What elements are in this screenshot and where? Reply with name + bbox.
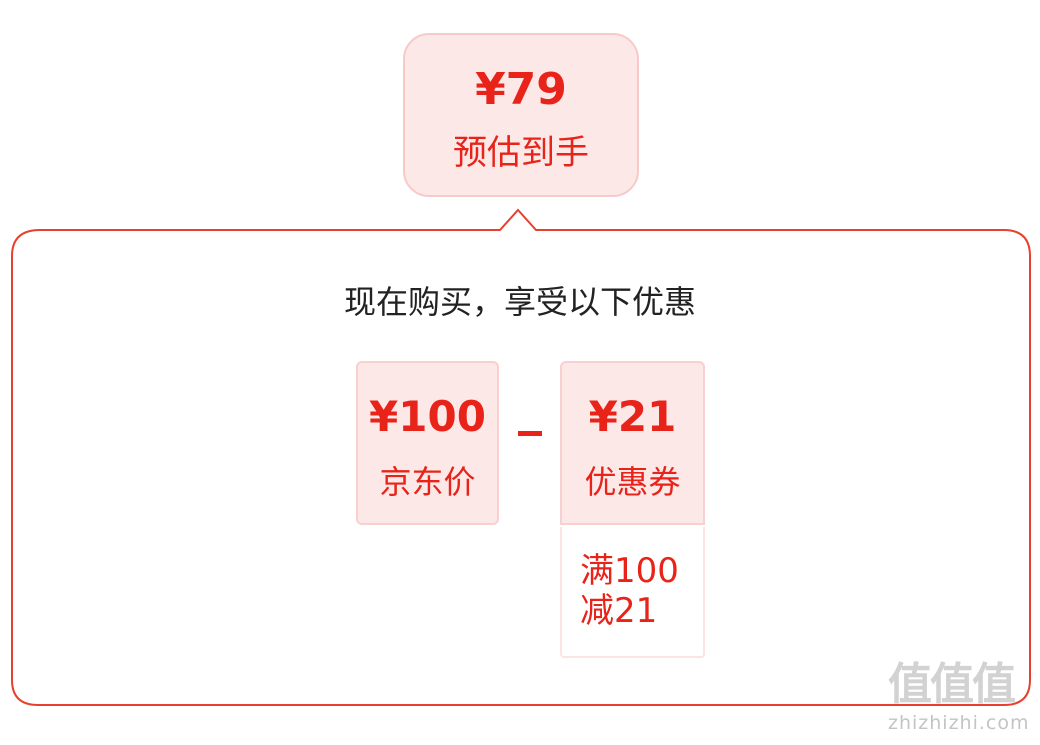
jd-price-card: ¥100 京东价	[356, 361, 499, 525]
estimated-price-bubble: ¥79 预估到手	[403, 33, 639, 197]
promotion-panel-title: 现在购买，享受以下优惠	[343, 283, 696, 321]
watermark-logo: 值值值	[888, 659, 1016, 710]
jd-price-label: 京东价	[379, 463, 476, 501]
coupon-condition-threshold: 满100	[580, 551, 679, 591]
watermark-domain: zhizhizhi.com	[888, 712, 1030, 734]
jd-price-value: ¥100	[369, 392, 486, 441]
coupon-condition-discount: 减21	[580, 591, 658, 631]
minus-operator-icon	[518, 431, 542, 436]
coupon-condition: 满100 减21	[560, 527, 705, 658]
coupon-card: ¥21 优惠券	[560, 361, 705, 525]
coupon-label: 优惠券	[584, 463, 681, 501]
estimated-price-label: 预估到手	[453, 133, 589, 173]
estimated-price-value: ¥79	[475, 64, 567, 115]
coupon-value: ¥21	[588, 392, 677, 441]
site-watermark: 值值值 zhizhizhi.com	[888, 660, 1038, 740]
